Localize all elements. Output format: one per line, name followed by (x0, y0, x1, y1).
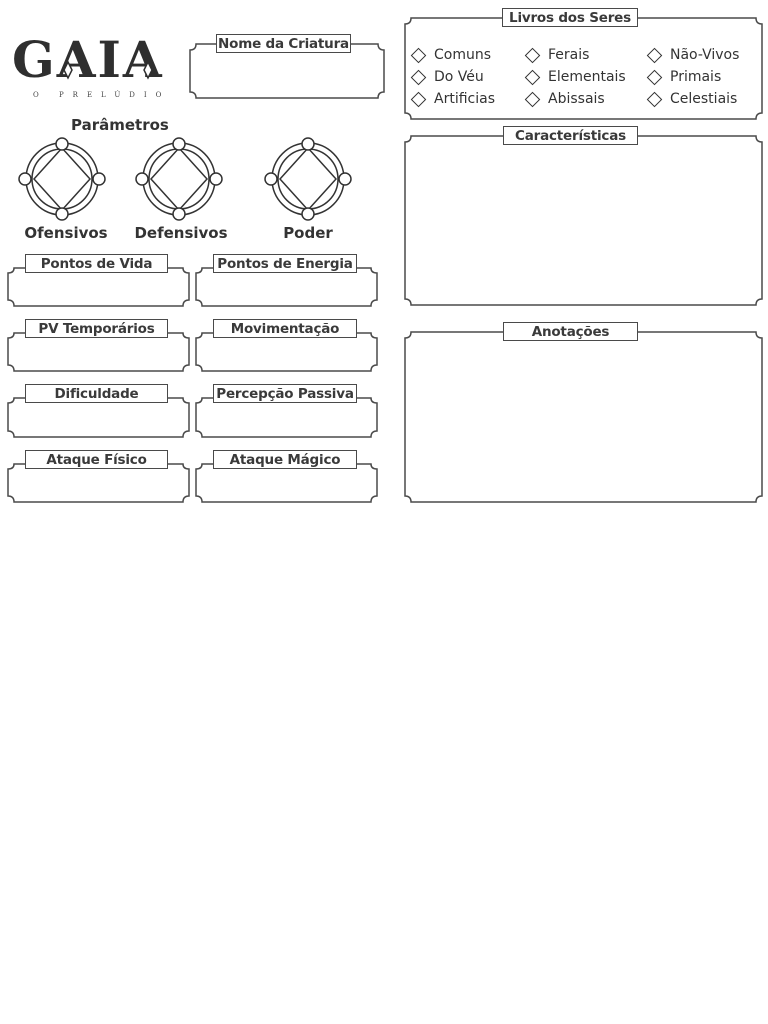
book-option-abissais[interactable]: Abissais (524, 91, 605, 107)
book-option-primais[interactable]: Primais (646, 69, 722, 85)
energy-frame (195, 267, 378, 307)
param-circle-defensivos (135, 137, 223, 221)
diamond-checkbox-icon[interactable] (410, 47, 427, 63)
book-option-do-veu[interactable]: Do Véu (410, 69, 484, 85)
movement-label: Movimentação (213, 319, 357, 338)
magic-attack-frame (195, 463, 378, 503)
magic-attack-label: Ataque Mágico (213, 450, 357, 469)
difficulty-frame (7, 397, 190, 438)
param-label-poder: Poder (283, 224, 333, 242)
books-frame (404, 17, 763, 120)
movement-frame (195, 332, 378, 372)
hp-frame (7, 267, 190, 307)
diamond-checkbox-icon[interactable] (646, 91, 663, 107)
param-circle-poder (264, 137, 352, 221)
book-option-label: Do Véu (434, 69, 484, 85)
logo-subtitle: O PRELÚDIO (33, 91, 171, 99)
notes-label: Anotações (503, 322, 638, 341)
diamond-checkbox-icon[interactable] (646, 47, 663, 63)
physical-attack-frame (7, 463, 190, 503)
logo-diamond-right (143, 60, 153, 80)
book-option-elementais[interactable]: Elementais (524, 69, 626, 85)
book-option-artificias[interactable]: Artificias (410, 91, 495, 107)
parameter-circles (18, 137, 352, 221)
book-option-ferais[interactable]: Ferais (524, 47, 590, 63)
book-option-label: Artificias (434, 91, 495, 107)
diamond-checkbox-icon[interactable] (410, 69, 427, 85)
physical-attack-label: Ataque Físico (25, 450, 168, 469)
creature-name-label: Nome da Criatura (216, 34, 351, 53)
book-option-label: Ferais (548, 47, 590, 63)
book-option-celestiais[interactable]: Celestiais (646, 91, 738, 107)
diamond-checkbox-icon[interactable] (410, 91, 427, 107)
notes-frame (404, 331, 763, 503)
temp-hp-frame (7, 332, 190, 372)
passive-perception-frame (195, 397, 378, 438)
hp-label: Pontos de Vida (25, 254, 168, 273)
book-option-label: Elementais (548, 69, 626, 85)
book-option-label: Primais (670, 69, 722, 85)
characteristics-frame (404, 135, 763, 306)
book-option-comuns[interactable]: Comuns (410, 47, 492, 63)
parameters-title: Parâmetros (71, 116, 169, 134)
book-option-label: Celestiais (670, 91, 738, 107)
difficulty-label: Dificuldade (25, 384, 168, 403)
creature-name-frame (189, 43, 385, 99)
book-option-label: Não-Vivos (670, 47, 740, 63)
param-label-ofensivos: Ofensivos (24, 224, 108, 242)
diamond-checkbox-icon[interactable] (524, 47, 541, 63)
diamond-checkbox-icon[interactable] (646, 69, 663, 85)
book-option-nao-vivos[interactable]: Não-Vivos (646, 47, 740, 63)
passive-perception-label: Percepção Passiva (213, 384, 357, 403)
energy-label: Pontos de Energia (213, 254, 357, 273)
param-label-defensivos: Defensivos (134, 224, 228, 242)
book-option-label: Comuns (434, 47, 492, 63)
diamond-checkbox-icon[interactable] (524, 69, 541, 85)
temp-hp-label: PV Temporários (25, 319, 168, 338)
diamond-checkbox-icon[interactable] (524, 91, 541, 107)
param-circle-ofensivos (18, 137, 106, 221)
books-title: Livros dos Seres (502, 8, 638, 27)
logo-diamond-left (63, 60, 73, 80)
book-option-label: Abissais (548, 91, 605, 107)
characteristics-label: Características (503, 126, 638, 145)
logo-title: GAIA (12, 30, 164, 89)
